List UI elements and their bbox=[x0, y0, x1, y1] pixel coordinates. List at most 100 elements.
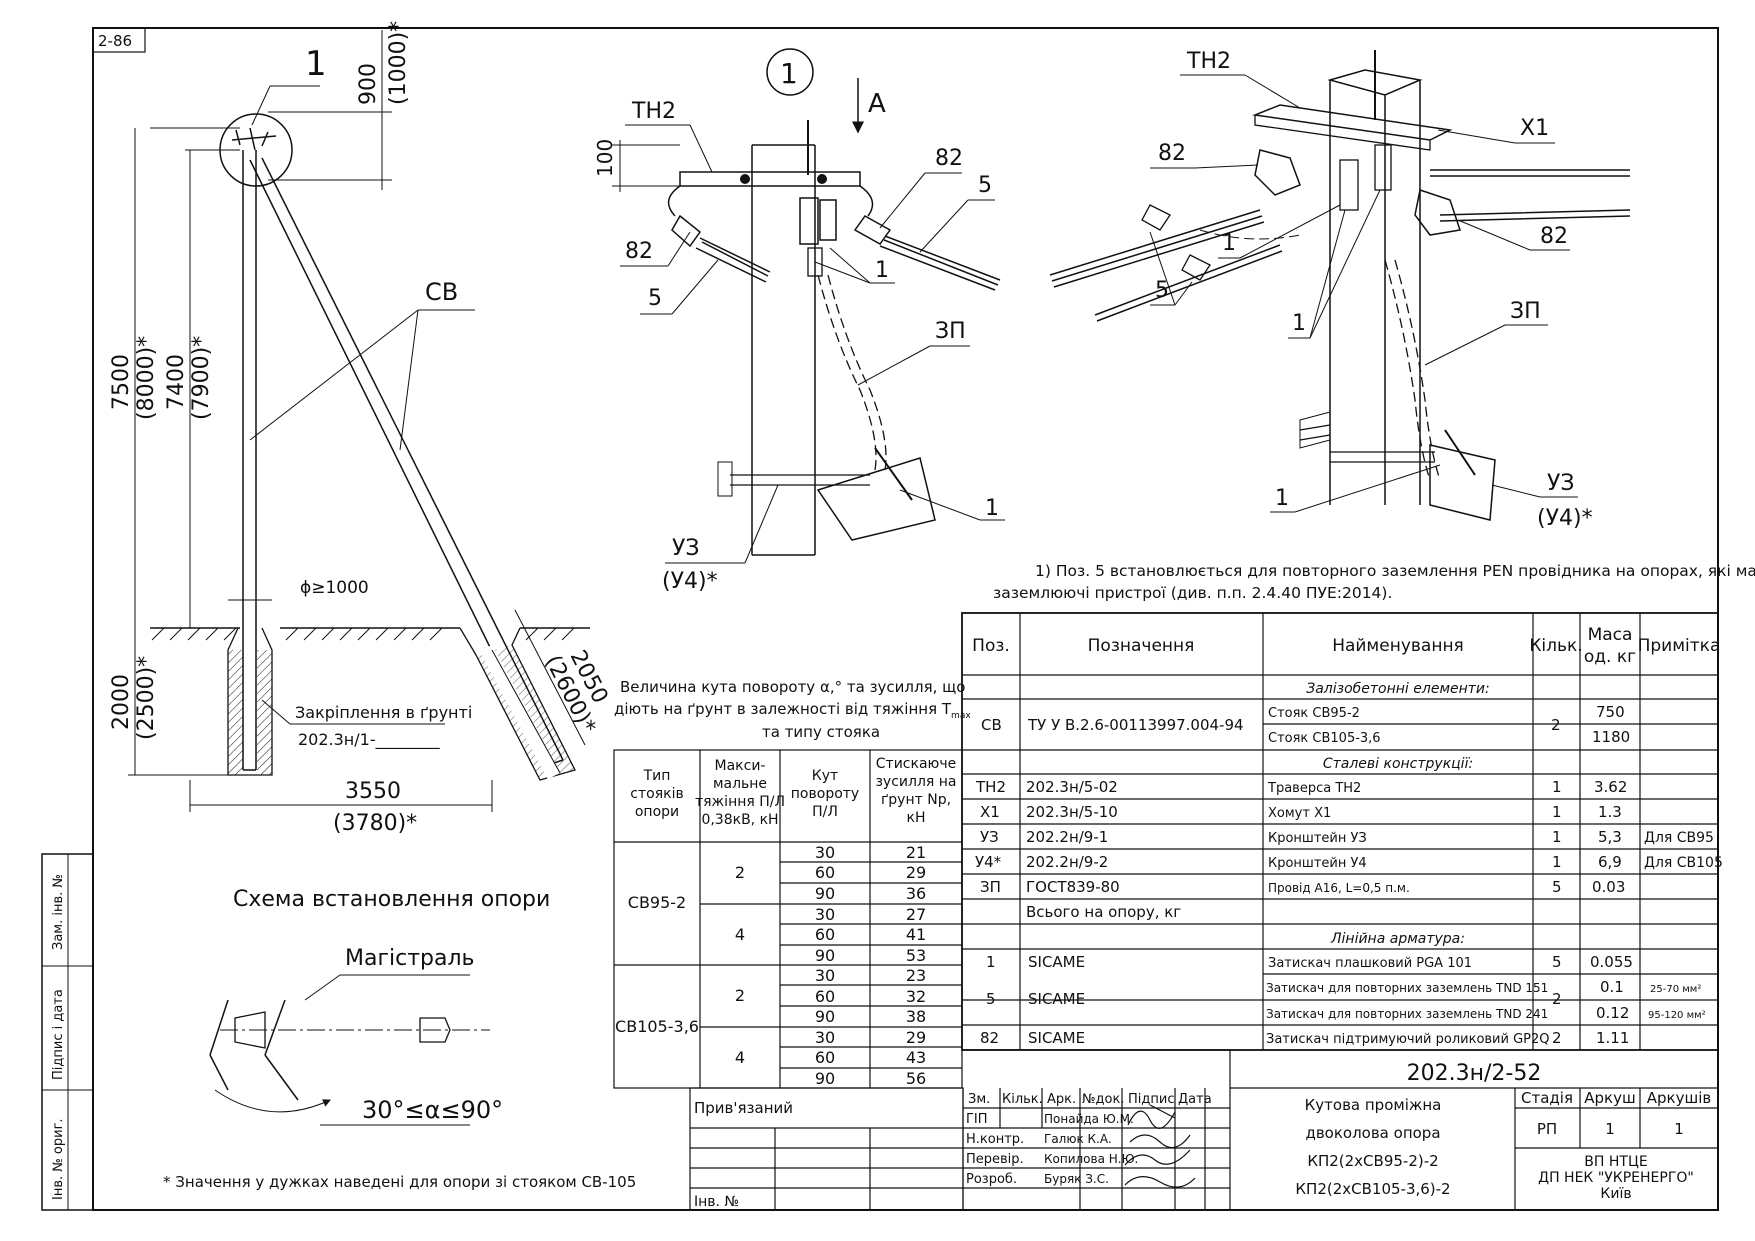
dim-3550: 3550 bbox=[345, 779, 401, 804]
spec-f5-mass-0: 0.1 bbox=[1600, 978, 1624, 996]
fixing-label-2: 202.3н/1-________ bbox=[298, 730, 441, 750]
spec-cv-mass-0: 750 bbox=[1596, 703, 1625, 721]
at-cell: 30 bbox=[815, 1028, 835, 1047]
tb-person: Буряк З.С. bbox=[1044, 1172, 1109, 1186]
at-cell: 60 bbox=[815, 863, 835, 882]
at-cell: 90 bbox=[815, 884, 835, 903]
at-h4-1: зусилля на bbox=[875, 774, 956, 790]
spec-f5-name-0: Затискач для повторних заземлень TND 151 bbox=[1266, 981, 1548, 995]
stamp-replaced-inv: Зам. інв. № bbox=[51, 874, 66, 950]
spec-f1-name: Затискач плашковий PGA 101 bbox=[1268, 956, 1472, 971]
spec-f5-des: SICAME bbox=[1028, 990, 1085, 1008]
spec-f5-pos: 5 bbox=[986, 990, 996, 1008]
iso-82-right: 82 bbox=[1540, 224, 1568, 249]
at-h1-1: стояків bbox=[630, 786, 683, 802]
dim-1000: (1000)* bbox=[386, 21, 411, 105]
spec-f1-des: SICAME bbox=[1028, 953, 1085, 971]
at-cell: 23 bbox=[906, 966, 926, 985]
spec-steel-name: Кронштейн УЗ bbox=[1268, 831, 1367, 846]
tb-person: Галюк К.А. bbox=[1044, 1132, 1112, 1146]
tb-person: Копилова Н.Ю. bbox=[1044, 1152, 1138, 1166]
spec-cv-name-1: Стояк СВ105-3,6 bbox=[1268, 731, 1381, 746]
tb-code: 202.3н/2-52 bbox=[1407, 1061, 1542, 1086]
angle-caption-3: та типу стояка bbox=[762, 723, 880, 741]
at-cell: 21 bbox=[906, 843, 926, 862]
spec-steel-qty: 1 bbox=[1552, 828, 1562, 846]
angle-table: Величина кута повороту α,° та зусилля, щ… bbox=[613, 678, 971, 1089]
detail-1-bottom: 1 bbox=[985, 496, 999, 521]
at-type-0: СВ95-2 bbox=[628, 893, 686, 912]
at-h1-0: Тип bbox=[643, 768, 671, 784]
at-cell: 56 bbox=[906, 1069, 926, 1088]
spec-f82-mass: 1.11 bbox=[1596, 1029, 1629, 1047]
dim-7900: (7900)* bbox=[189, 336, 214, 420]
footnote: * Значення у дужках наведені для опори з… bbox=[163, 1173, 636, 1191]
at-cell: 60 bbox=[815, 1048, 835, 1067]
tb-desc-3: КП2(2хСВ105-3,6)-2 bbox=[1295, 1180, 1450, 1198]
detail-82-left: 82 bbox=[625, 239, 653, 264]
detail-5-left: 5 bbox=[648, 286, 662, 311]
at-h2-2: тяжіння П/Л bbox=[695, 794, 785, 810]
pole-installation-view: 1 900 (1000)* 7500 (8000)* 7400 (7900)* … bbox=[109, 21, 636, 1191]
at-tension-1-1: 4 bbox=[735, 1048, 745, 1067]
at-cell: 36 bbox=[906, 884, 926, 903]
spec-section-fittings: Лінійна арматура: bbox=[1330, 931, 1465, 947]
iso-5: 5 bbox=[1155, 278, 1169, 303]
tb-sheet: 1 bbox=[1605, 1120, 1615, 1138]
dim-3780: (3780)* bbox=[333, 811, 417, 836]
detail-callout: 1 bbox=[780, 57, 798, 90]
at-h3-2: П/Л bbox=[812, 804, 838, 820]
at-cell: 60 bbox=[815, 925, 835, 944]
angle-caption-2: діють на ґрунт в залежності від тяжіння … bbox=[614, 700, 971, 721]
spec-steel-des: 202.3н/5-10 bbox=[1026, 803, 1118, 821]
iso-u3: УЗ bbox=[1547, 471, 1575, 496]
specification-table: Поз. Позначення Найменування Кільк. Маса… bbox=[961, 612, 1723, 1051]
at-type-1: СВ105-3,6 bbox=[615, 1017, 699, 1036]
tb-role: Перевір. bbox=[966, 1152, 1024, 1167]
tb-sheets: 1 bbox=[1674, 1120, 1684, 1138]
at-h4-0: Стискаюче bbox=[876, 756, 956, 772]
dim-2000: 2000 bbox=[109, 674, 134, 730]
tb-desc-2: КП2(2хСВ95-2)-2 bbox=[1307, 1152, 1438, 1170]
sheet-code: 2-86 bbox=[98, 32, 132, 50]
tb-hdr: Підпис bbox=[1128, 1092, 1174, 1107]
spec-steel-pos: Х1 bbox=[980, 803, 1000, 821]
left-callout: 1 bbox=[305, 44, 327, 84]
at-cell: 41 bbox=[906, 925, 926, 944]
at-cell: 90 bbox=[815, 946, 835, 965]
spec-cv-des: ТУ У В.2.6-00113997.004-94 bbox=[1027, 716, 1244, 734]
spec-f1-mass: 0.055 bbox=[1590, 953, 1633, 971]
iso-82-left: 82 bbox=[1158, 141, 1186, 166]
tb-org-2: Київ bbox=[1600, 1186, 1631, 1202]
spec-f5-qty: 2 bbox=[1552, 990, 1562, 1008]
tb-hdr: Кільк. bbox=[1002, 1092, 1043, 1107]
tb-desc-0: Кутова проміжна bbox=[1305, 1096, 1442, 1114]
stamp-signature-date: Підпис і дата bbox=[51, 989, 66, 1080]
tb-hdr: №док. bbox=[1082, 1092, 1124, 1107]
top-detail-view: 1 A 100 ТН2 bbox=[593, 48, 1005, 594]
iso-1-bottom: 1 bbox=[1275, 486, 1289, 511]
spec-f5-note-1: 95-120 мм² bbox=[1648, 1010, 1706, 1021]
scheme-title: Схема встановлення опори bbox=[233, 887, 550, 912]
iso-u4: (У4)* bbox=[1537, 506, 1593, 531]
spec-steel-des: 202.3н/5-02 bbox=[1026, 778, 1118, 796]
tb-sheets-h: Аркушів bbox=[1647, 1089, 1711, 1107]
dim-2500: (2500)* bbox=[134, 656, 159, 740]
side-stamp: Інв. № ориг. Підпис і дата Зам. інв. № bbox=[41, 853, 94, 1211]
at-cell: 29 bbox=[906, 863, 926, 882]
spec-f82-name: Затискач підтримуючий роликовий GP2Q bbox=[1266, 1032, 1550, 1047]
at-cell: 43 bbox=[906, 1048, 926, 1067]
angle-caption-1: Величина кута повороту α,° та зусилля, щ… bbox=[620, 678, 965, 696]
iso-th2: ТН2 bbox=[1186, 49, 1231, 74]
at-cell: 30 bbox=[815, 843, 835, 862]
spec-steel-name: Траверса ТН2 bbox=[1267, 781, 1361, 796]
detail-1-top: 1 bbox=[875, 258, 889, 283]
at-cell: 90 bbox=[815, 1069, 835, 1088]
dim-100: 100 bbox=[593, 139, 617, 177]
arrow-a-label: A bbox=[868, 89, 886, 119]
at-cell: 29 bbox=[906, 1028, 926, 1047]
spec-h-pos: Поз. bbox=[972, 636, 1010, 656]
dim-7500: 7500 bbox=[109, 354, 134, 410]
spec-steel-mass: 1.3 bbox=[1598, 803, 1622, 821]
tb-role: ГІП bbox=[966, 1112, 988, 1127]
